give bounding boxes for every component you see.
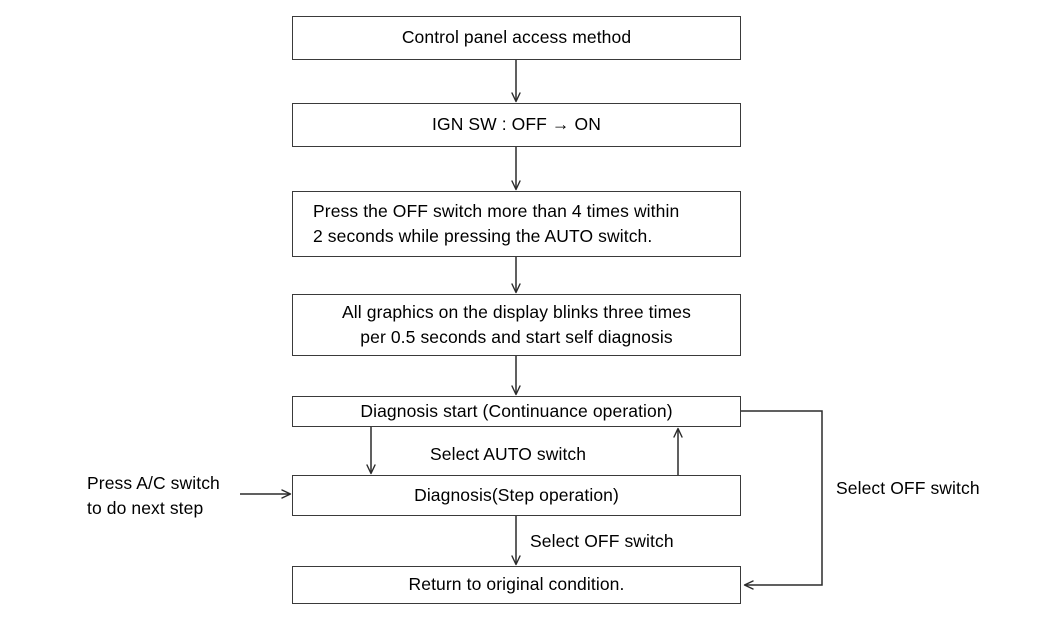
node-label: Diagnosis(Step operation) xyxy=(414,484,619,505)
node-return-to-original-condition[interactable]: Return to original condition. xyxy=(292,566,741,604)
node-label: Diagnosis start (Continuance operation) xyxy=(360,400,673,421)
node-label: Control panel access method xyxy=(401,27,632,48)
node-label: Press the OFF switch more than 4 times w… xyxy=(313,200,680,246)
node-label: Return to original condition. xyxy=(408,574,625,595)
node-diagnosis-step-operation[interactable]: Diagnosis(Step operation) xyxy=(292,475,741,516)
node-label: All graphics on the display blinks three… xyxy=(342,301,691,347)
edge-label-select-off-switch-inner: Select OFF switch xyxy=(530,531,674,551)
node-all-graphics-blink[interactable]: All graphics on the display blinks three… xyxy=(292,294,741,356)
edge-label-select-off-switch-outer: Select OFF switch xyxy=(836,478,980,498)
annotation-press-ac-switch: Press A/C switch to do next step xyxy=(87,473,220,519)
node-label: IGN SW : OFF → ON xyxy=(432,114,601,135)
connector-n5-n7-outer xyxy=(741,410,823,590)
node-control-panel-access-method[interactable]: Control panel access method xyxy=(292,16,741,60)
node-ign-sw-off-on[interactable]: IGN SW : OFF → ON xyxy=(292,103,741,147)
node-press-off-switch[interactable]: Press the OFF switch more than 4 times w… xyxy=(292,191,741,257)
node-diagnosis-start-continuance[interactable]: Diagnosis start (Continuance operation) xyxy=(292,396,741,427)
edge-label-select-auto-switch: Select AUTO switch xyxy=(430,444,587,464)
